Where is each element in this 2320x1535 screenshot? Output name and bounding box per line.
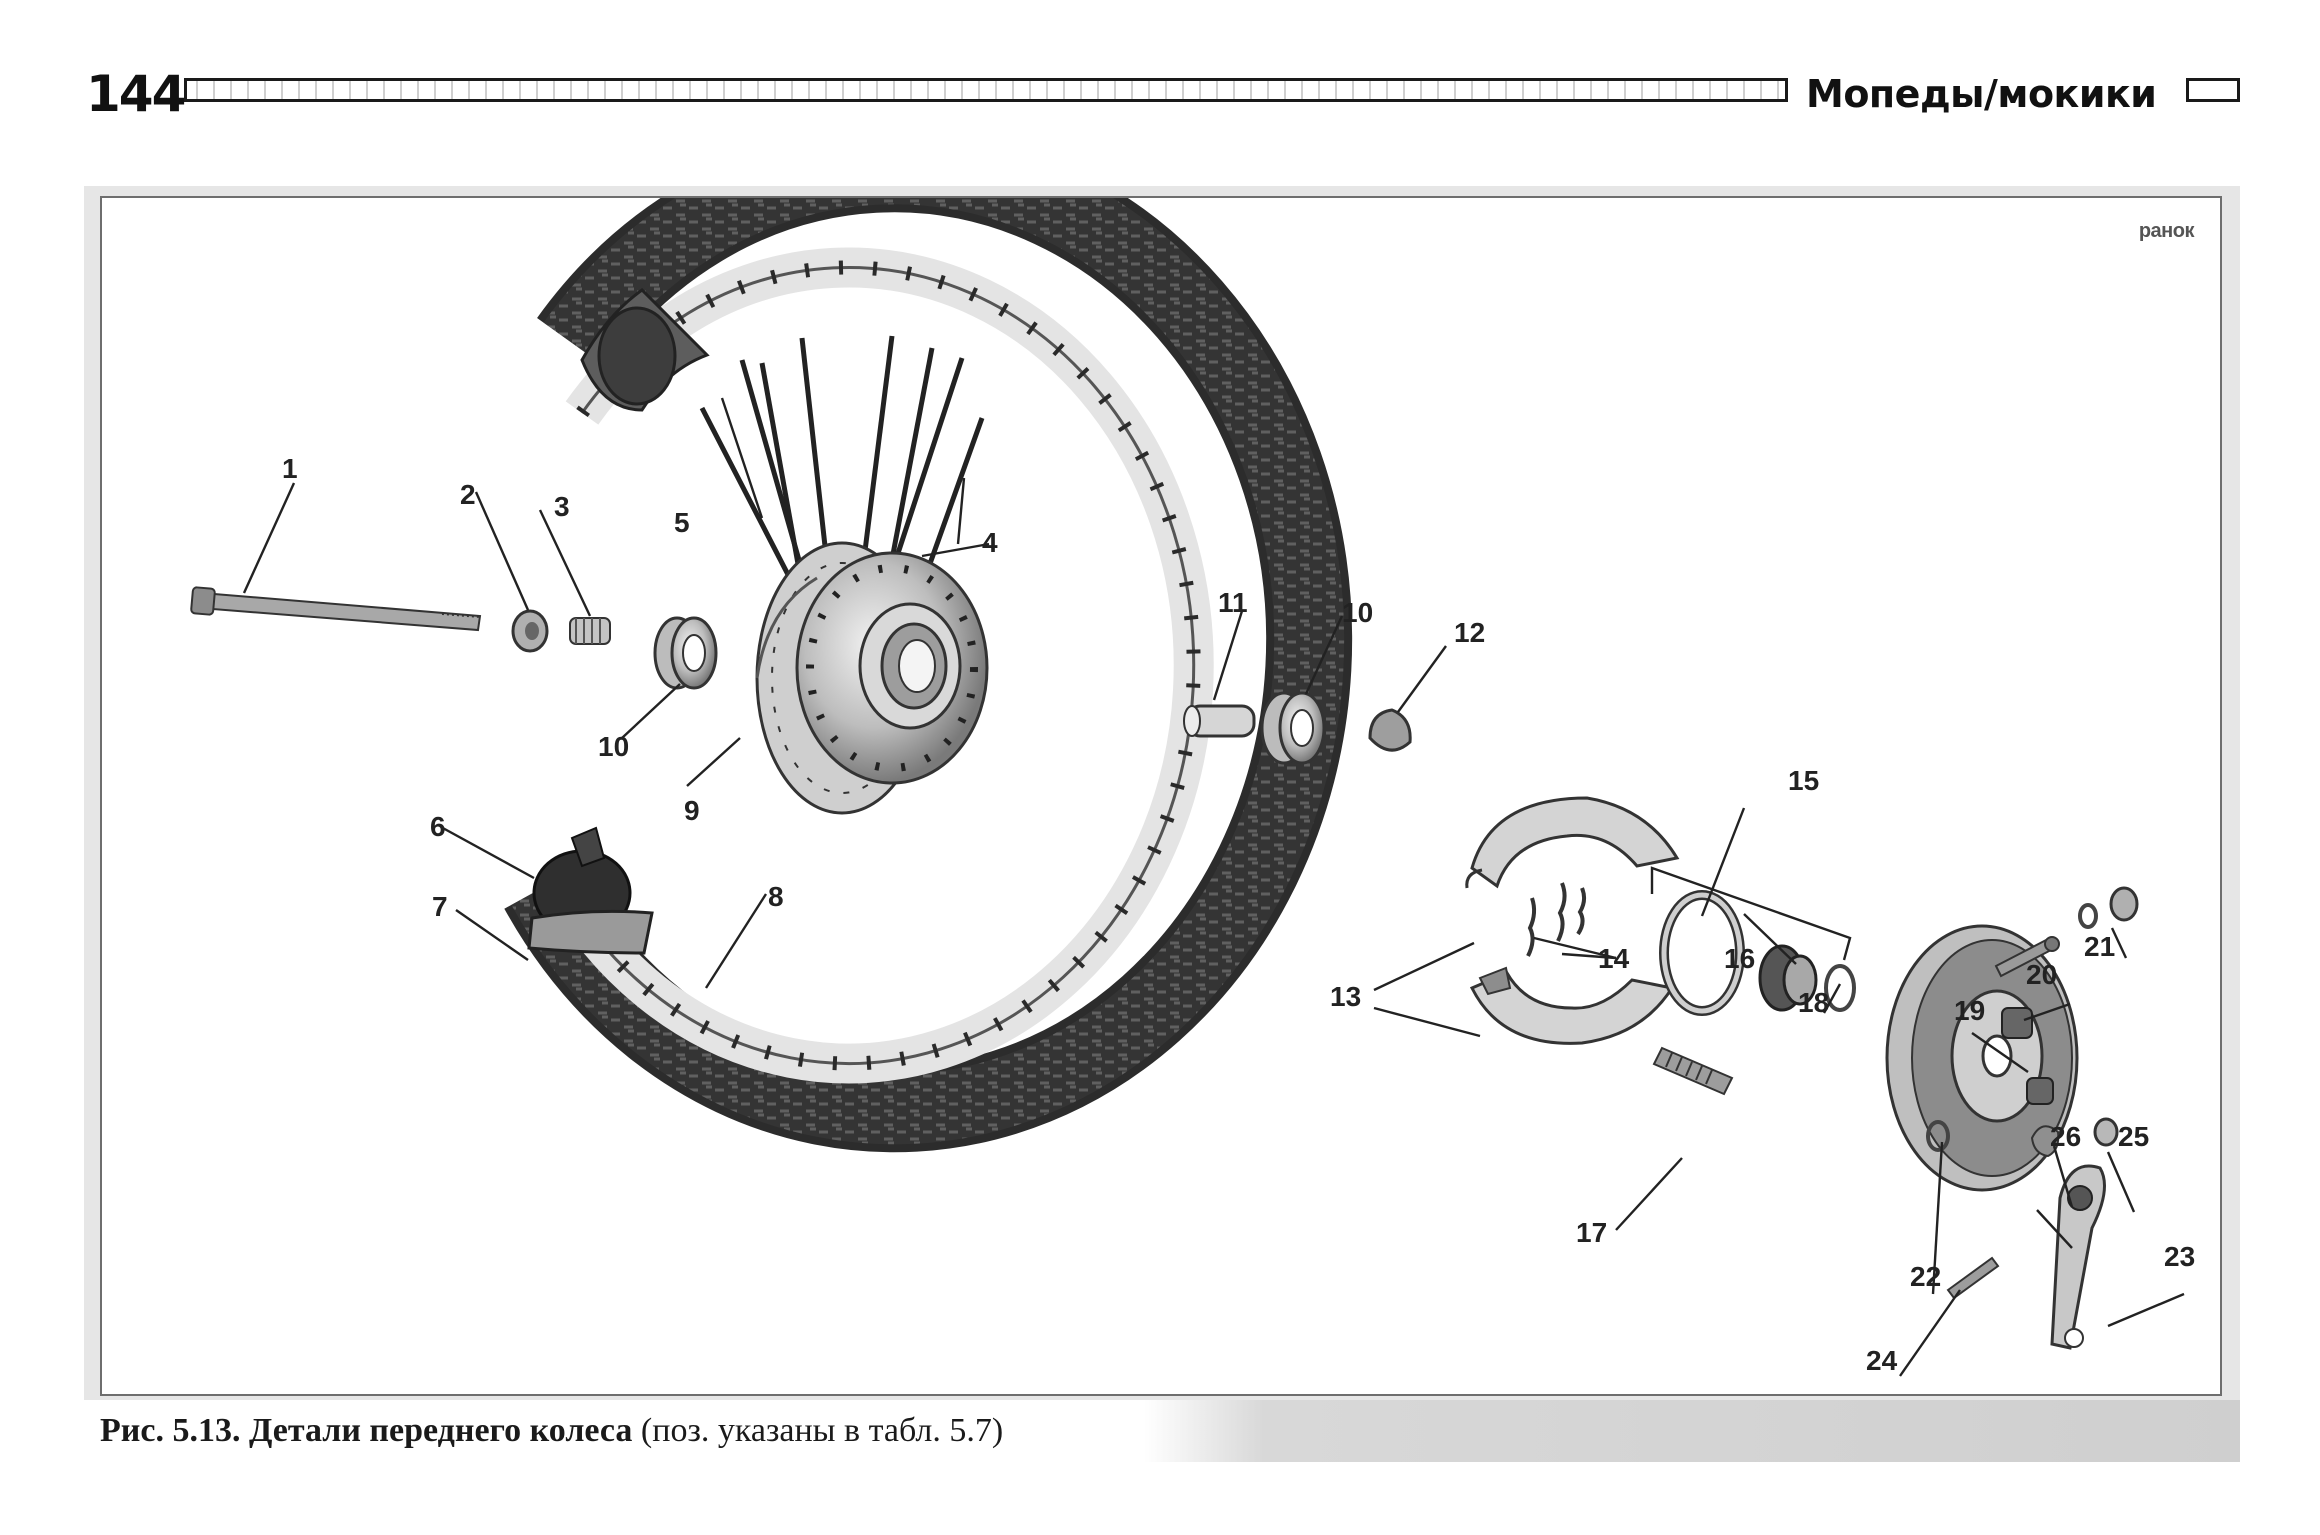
- callout-16: 16: [1724, 943, 1756, 974]
- callout-4: 4: [982, 527, 998, 558]
- brake-cam: [1994, 936, 2060, 978]
- callout-25: 25: [2118, 1121, 2150, 1152]
- shoe-springs: [1526, 882, 1587, 957]
- lever-bolt-26: [2030, 1125, 2060, 1158]
- callout-18: 18: [1798, 987, 1830, 1018]
- section-title: Мопеды/мокики: [1806, 72, 2157, 116]
- rim: [539, 247, 1214, 1084]
- callout-26: 26: [2050, 1121, 2082, 1152]
- callout-8: 8: [768, 881, 784, 912]
- header-rule: [184, 78, 1788, 102]
- caption-note: (поз. указаны в табл. 5.7): [640, 1412, 1004, 1449]
- page-number: 144: [86, 65, 186, 123]
- callout-5: 5: [674, 507, 690, 538]
- callout-23: 23: [2164, 1241, 2196, 1272]
- callout-14: 14: [1598, 943, 1630, 974]
- callout-15: 15: [1788, 765, 1820, 796]
- caption-label: Рис. 5.13. Детали переднего колеса: [100, 1412, 633, 1449]
- callout-24: 24: [1866, 1345, 1898, 1376]
- seal-ring: [1659, 890, 1745, 1016]
- callout-2: 2: [460, 479, 476, 510]
- callout-1: 1: [282, 453, 298, 484]
- callout-19: 19: [1954, 995, 1986, 1026]
- figure-frame: ранок 1 2 3 4 5 6 7 8 9 10 10 11 12 13 1…: [100, 196, 2222, 1396]
- lever-nut-25: [2093, 1117, 2119, 1147]
- hub: [755, 541, 989, 815]
- dust-cap: [1368, 708, 1412, 752]
- callout-10-right: 10: [1342, 597, 1374, 628]
- bearing-right: [1260, 691, 1326, 765]
- wheel-exploded-view: [190, 198, 2185, 1377]
- tyre-cut-top: [580, 288, 710, 412]
- callout-22: 22: [1910, 1261, 1942, 1292]
- callout-12: 12: [1454, 617, 1486, 648]
- axle-nut: [511, 609, 549, 653]
- callout-11: 11: [1218, 587, 1248, 618]
- plate-washer: [1926, 1120, 1950, 1152]
- callout-6: 6: [430, 811, 446, 842]
- tyre: [504, 198, 1353, 1153]
- spacer-sleeve: [569, 617, 611, 645]
- cam-nut: [2109, 886, 2139, 922]
- callout-9: 9: [684, 795, 700, 826]
- callout-21: 21: [2084, 931, 2116, 962]
- threaded-stud: [1652, 1046, 1734, 1096]
- caption-band: [84, 1400, 2240, 1462]
- axle: [190, 586, 482, 632]
- callout-13: 13: [1330, 981, 1362, 1012]
- page-header: 144 Мопеды/мокики: [0, 0, 2320, 130]
- brake-plate: [1885, 924, 2079, 1192]
- brake-shoes: [1465, 796, 1680, 1045]
- leader-lines: [242, 397, 2185, 1377]
- callout-3: 3: [554, 491, 570, 522]
- callout-17: 17: [1576, 1217, 1608, 1248]
- tyre-cut-bottom: [527, 909, 654, 955]
- distance-sleeve: [1183, 704, 1256, 738]
- publisher-logo: ранок: [2138, 220, 2195, 242]
- header-end-box: [2186, 78, 2240, 102]
- callout-7: 7: [432, 891, 448, 922]
- thin-washer: [1824, 964, 1856, 1012]
- adjuster-screw: [1946, 1256, 2000, 1300]
- cam-washer: [2078, 903, 2098, 929]
- callout-10-left: 10: [598, 731, 630, 762]
- bearing-left: [653, 616, 718, 690]
- figure-caption: Рис. 5.13. Детали переднего колеса (поз.…: [100, 1410, 1003, 1452]
- brake-lever: [2050, 1164, 2106, 1350]
- callout-20: 20: [2026, 959, 2058, 990]
